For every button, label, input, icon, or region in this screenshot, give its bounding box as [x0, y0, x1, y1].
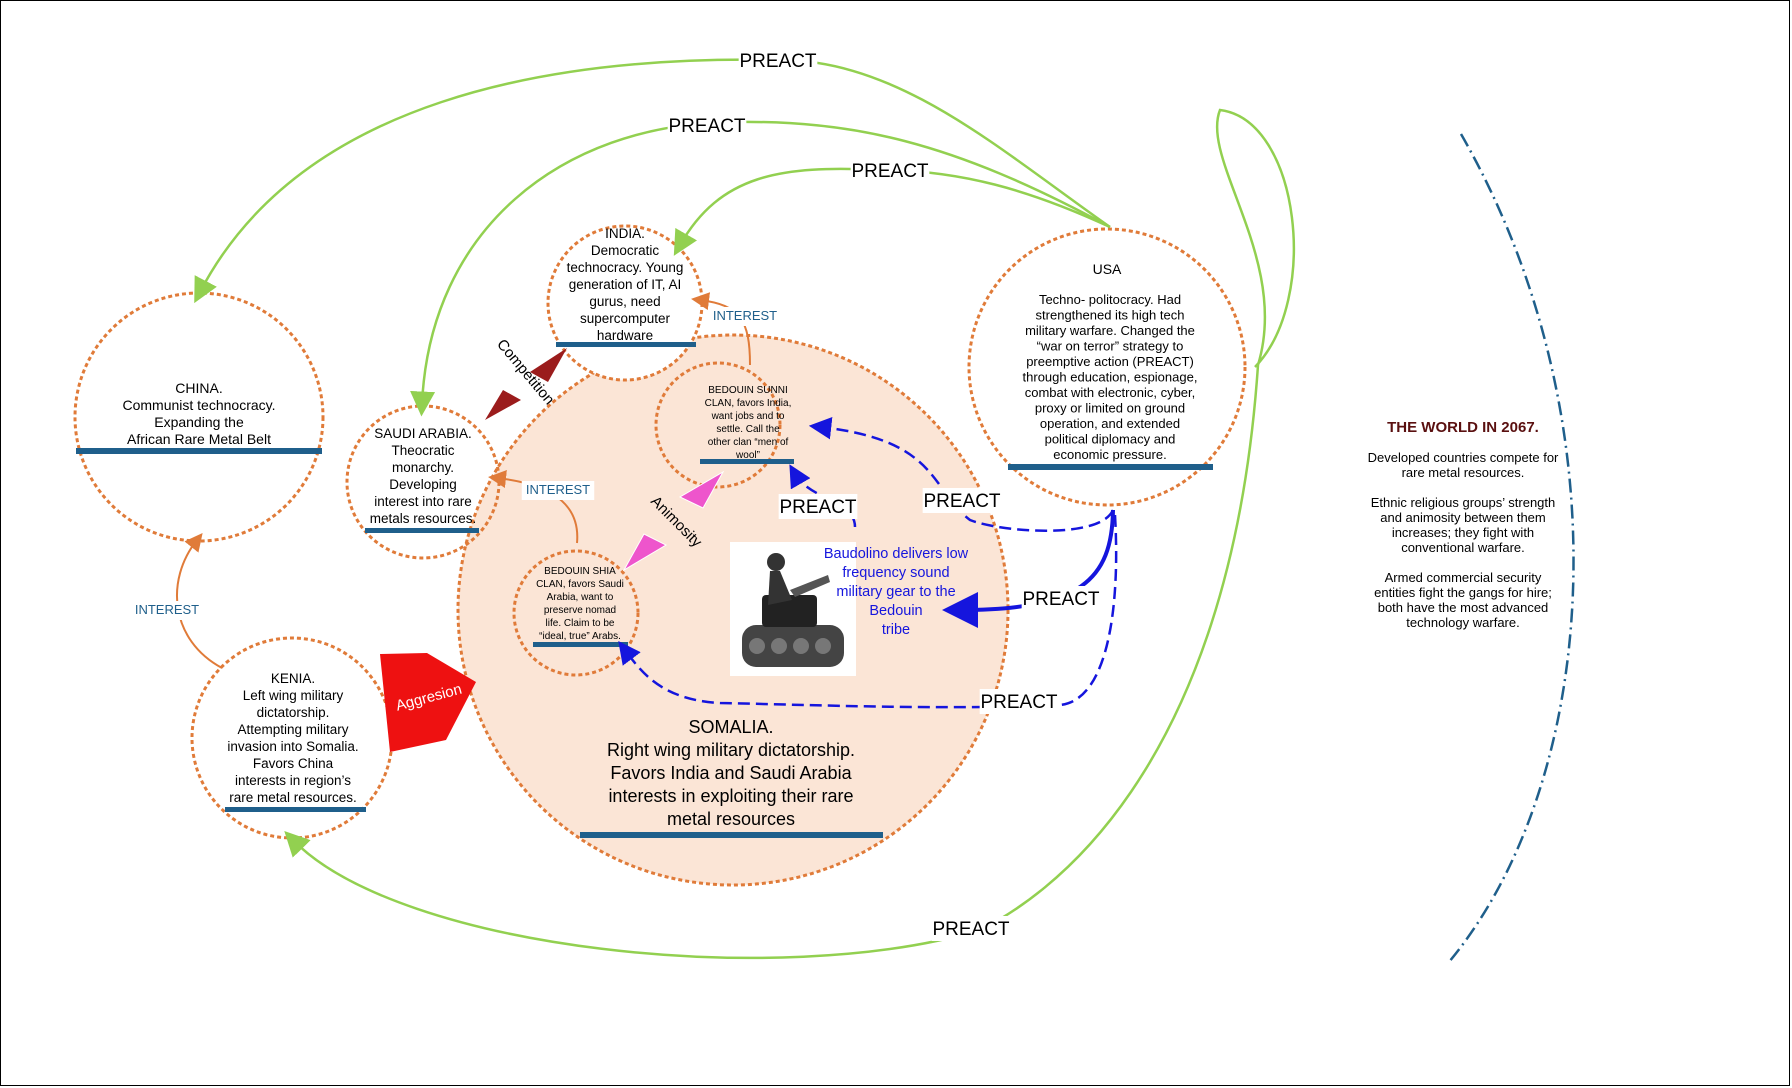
preact-label-shia: PREACT [980, 692, 1057, 713]
competition-arrow [485, 348, 567, 420]
sunni-circle [654, 361, 782, 489]
preact-arrow-china [194, 58, 1111, 304]
preact-label-india: PREACT [851, 161, 928, 182]
sidebar-boundary-arc [1448, 133, 1575, 963]
saudi-bar [365, 528, 479, 533]
somalia-bar [580, 832, 883, 838]
interest-label-china: INTEREST [135, 602, 199, 617]
preact-label-top: PREACT [739, 51, 816, 72]
aggresion-shape [380, 653, 476, 752]
interest-label-saudi: INTEREST [526, 482, 590, 497]
preact-label-bottom: PREACT [932, 919, 1009, 940]
shia-bar [533, 642, 628, 647]
sidebar-title: THE WORLD IN 2067. [1387, 419, 1539, 436]
shia-circle [512, 549, 640, 677]
kenia-bar [225, 807, 366, 812]
preact-label-saudi: PREACT [668, 116, 745, 137]
usa-circle [967, 227, 1247, 507]
animosity-arrow [622, 470, 725, 572]
india-bar [556, 342, 696, 347]
preact-arrow-shia [618, 514, 1118, 709]
china-bar [76, 448, 322, 454]
usa-bar [1008, 464, 1213, 470]
sunni-bar [700, 459, 794, 464]
interest-arrow-saudi [488, 470, 579, 544]
preact-label-right: PREACT [923, 491, 1000, 512]
underline-bars [76, 342, 1213, 838]
china-text: CHINA.Communist technocracy.Expanding th… [122, 380, 275, 447]
usa-title: USA [1093, 261, 1122, 277]
preact-arrow-kenia [284, 108, 1296, 960]
preact-arrow-sunni [808, 417, 1115, 532]
robot-on-tracks-icon [730, 542, 856, 676]
preact-label-sunni: PREACT [779, 497, 856, 518]
interest-label-india: INTEREST [713, 308, 777, 323]
somalia-text: SOMALIA.Right wing military dictatorship… [607, 717, 855, 829]
preact-label-baudolino: PREACT [1022, 589, 1099, 610]
